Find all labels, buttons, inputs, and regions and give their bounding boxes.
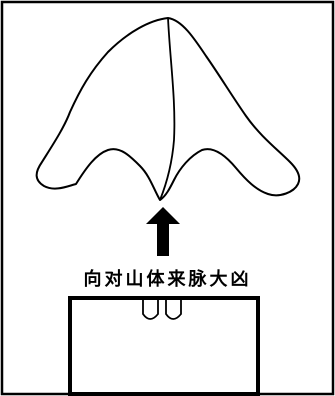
mountain-outline (35, 17, 301, 201)
diagram-caption: 向对山体来脉大凶 (83, 269, 252, 290)
up-arrow (146, 207, 180, 256)
house-door (142, 300, 182, 320)
house-plan (68, 296, 260, 396)
mountain-ridge-line (159, 17, 176, 201)
